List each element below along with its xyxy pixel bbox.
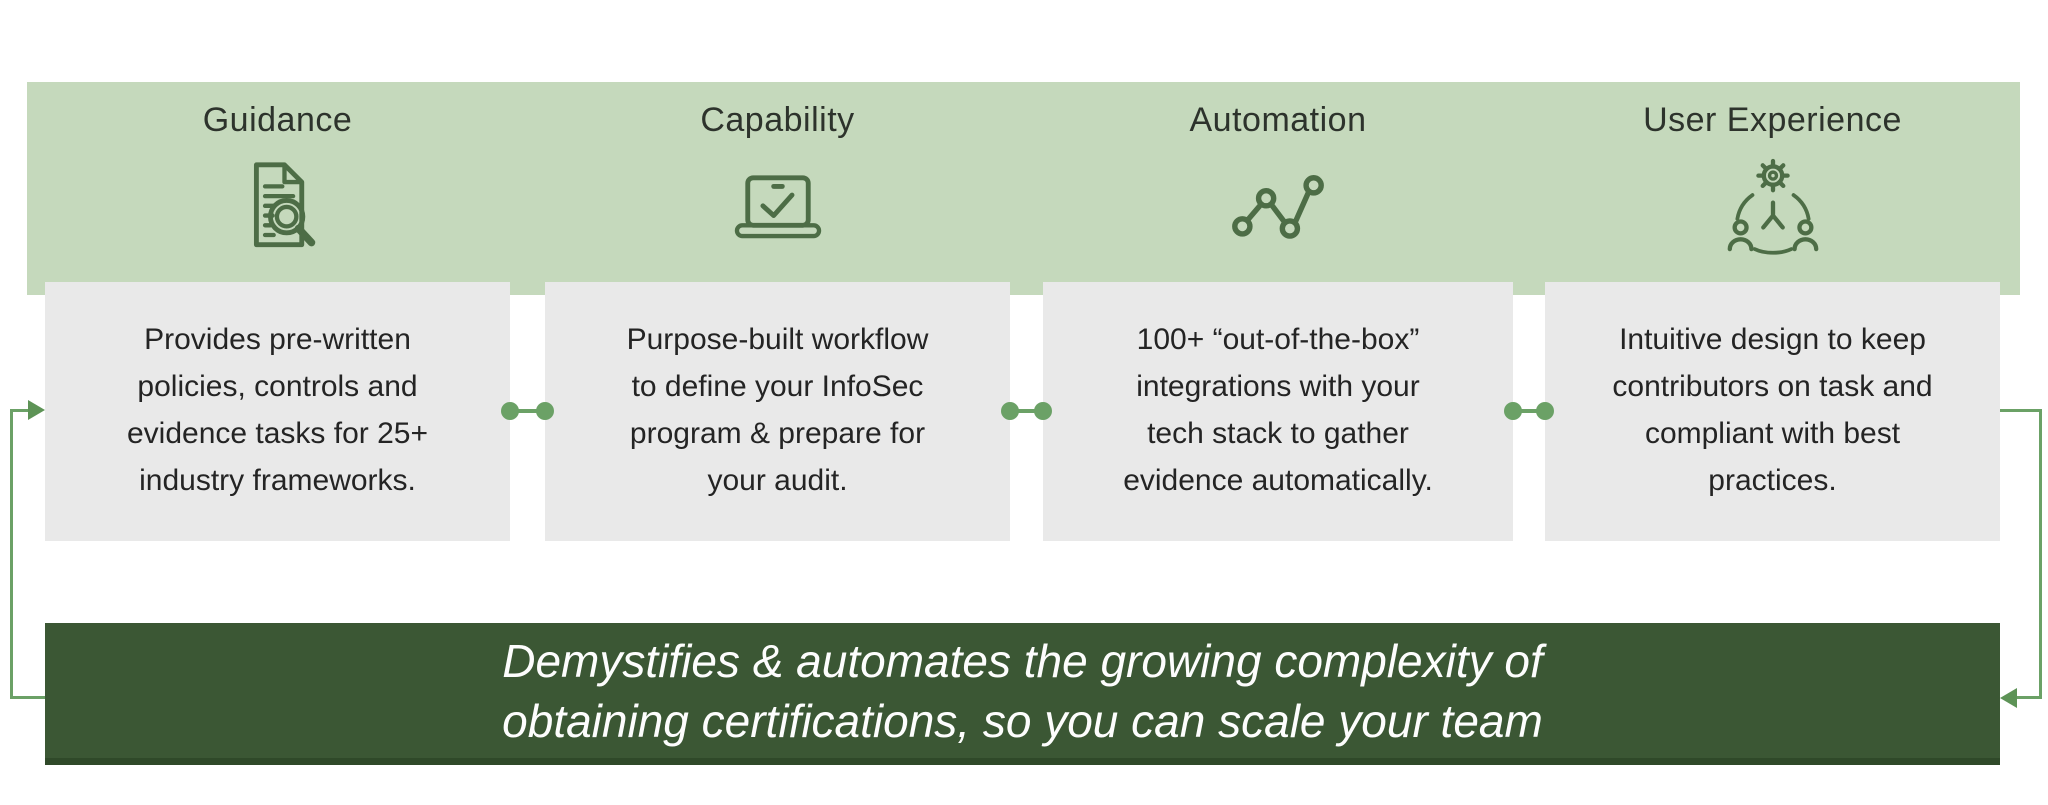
description-line: to define your InfoSec bbox=[631, 370, 924, 403]
summary-banner: Demystifies & automates the growing comp… bbox=[45, 623, 2000, 765]
connector-dot bbox=[1034, 402, 1052, 420]
description-line: practices. bbox=[1708, 464, 1837, 497]
description-line: evidence tasks for 25+ bbox=[126, 417, 428, 450]
column-title: Guidance bbox=[202, 101, 353, 139]
column-title: Automation bbox=[1189, 101, 1367, 139]
description-line: industry frameworks. bbox=[139, 464, 416, 497]
description-line: evidence automatically. bbox=[1123, 464, 1433, 497]
description-line: your audit. bbox=[707, 464, 848, 497]
connector-bar bbox=[509, 409, 546, 413]
banner-line: obtaining certifications, so you can sca… bbox=[502, 694, 1543, 747]
laptop-check-icon bbox=[724, 150, 832, 266]
connector-dot bbox=[501, 402, 519, 420]
column-header-automation: Automation bbox=[1043, 82, 1513, 295]
connector-dot bbox=[1536, 402, 1554, 420]
description-box-user-experience: Intuitive design to keep contributors on… bbox=[1545, 282, 2000, 541]
node-connector bbox=[1001, 402, 1052, 420]
column-title: Capability bbox=[700, 101, 855, 139]
description-box-guidance: Provides pre-written policies, controls … bbox=[45, 282, 510, 541]
description-line: program & prepare for bbox=[629, 417, 926, 450]
flow-line bbox=[10, 409, 30, 412]
description-box-automation: 100+ “out-of-the-box” integrations with … bbox=[1043, 282, 1513, 541]
flow-line bbox=[2039, 409, 2042, 699]
connector-dot bbox=[1001, 402, 1019, 420]
connector-bar bbox=[1512, 409, 1546, 413]
flow-line bbox=[2017, 696, 2042, 699]
description-line: integrations with your bbox=[1136, 370, 1420, 403]
node-graph-icon bbox=[1224, 150, 1332, 266]
flow-line bbox=[10, 409, 13, 699]
flow-line bbox=[2000, 409, 2042, 412]
column-header-user-experience: User Experience bbox=[1545, 82, 2000, 295]
document-search-icon bbox=[224, 150, 332, 266]
description-line: Intuitive design to keep bbox=[1619, 323, 1926, 356]
description-line: contributors on task and bbox=[1612, 370, 1933, 403]
description-line: Provides pre-written bbox=[144, 323, 411, 356]
arrow-left-icon bbox=[2000, 688, 2017, 708]
node-connector bbox=[501, 402, 554, 420]
column-header-capability: Capability bbox=[545, 82, 1010, 295]
description-line: Purpose-built workflow bbox=[626, 323, 929, 356]
connector-dot bbox=[536, 402, 554, 420]
description-line: 100+ “out-of-the-box” bbox=[1136, 323, 1420, 356]
header-band bbox=[27, 82, 2020, 295]
column-header-guidance: Guidance bbox=[45, 82, 510, 295]
description-line: policies, controls and bbox=[137, 370, 418, 403]
arrow-right-icon bbox=[28, 400, 45, 420]
flow-line bbox=[10, 696, 45, 699]
description-line: compliant with best bbox=[1644, 417, 1901, 450]
gear-people-icon bbox=[1719, 150, 1827, 266]
description-box-capability: Purpose-built workflow to define your In… bbox=[545, 282, 1010, 541]
banner-line: Demystifies & automates the growing comp… bbox=[502, 634, 1543, 687]
connector-bar bbox=[1009, 409, 1044, 413]
column-title: User Experience bbox=[1643, 101, 1902, 139]
node-connector bbox=[1504, 402, 1554, 420]
connector-dot bbox=[1504, 402, 1522, 420]
description-line: tech stack to gather bbox=[1147, 417, 1409, 450]
